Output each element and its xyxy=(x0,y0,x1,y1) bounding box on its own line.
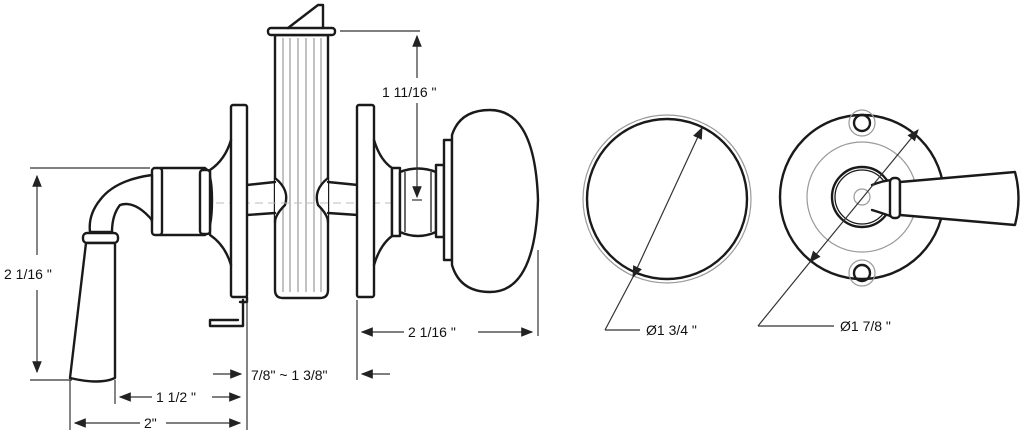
spindle xyxy=(245,180,360,217)
left-rosette xyxy=(208,103,249,328)
dim-lever-height: 2 1/16 " xyxy=(4,167,150,381)
dim-lever-projection-total: 2" xyxy=(69,300,248,431)
dim-rosette-diameter: Ø1 7/8 " xyxy=(757,129,919,334)
dim-lever-projection-total-label: 2" xyxy=(144,415,157,431)
dim-backset-height: 1 11/16 " xyxy=(340,30,437,201)
dim-lever-projection-inner-label: 1 1/2 " xyxy=(156,389,196,405)
lever-front-view xyxy=(870,170,1020,227)
knob-front-view: Ø1 3/4 " xyxy=(582,114,752,338)
knob-neck xyxy=(390,163,446,239)
lever-handle xyxy=(68,166,214,383)
dim-knob-projection-label: 2 1/16 " xyxy=(408,324,456,340)
dim-rosette-diameter-label: Ø1 7/8 " xyxy=(840,318,891,334)
dim-knob-projection: 2 1/16 " xyxy=(360,250,539,340)
dim-lever-projection-inner: 1 1/2 " xyxy=(114,380,242,405)
door-edge-section xyxy=(266,3,337,300)
dim-door-thickness-label: 7/8" ~ 1 3/8" xyxy=(251,367,328,383)
dim-knob-diameter-label: Ø1 3/4 " xyxy=(646,322,697,338)
dim-door-thickness: 7/8" ~ 1 3/8" xyxy=(213,300,390,383)
dim-backset-height-label: 1 11/16 " xyxy=(382,84,437,100)
dim-lever-height-label: 2 1/16 " xyxy=(4,266,52,282)
right-rosette xyxy=(355,103,394,299)
knob xyxy=(442,108,540,294)
